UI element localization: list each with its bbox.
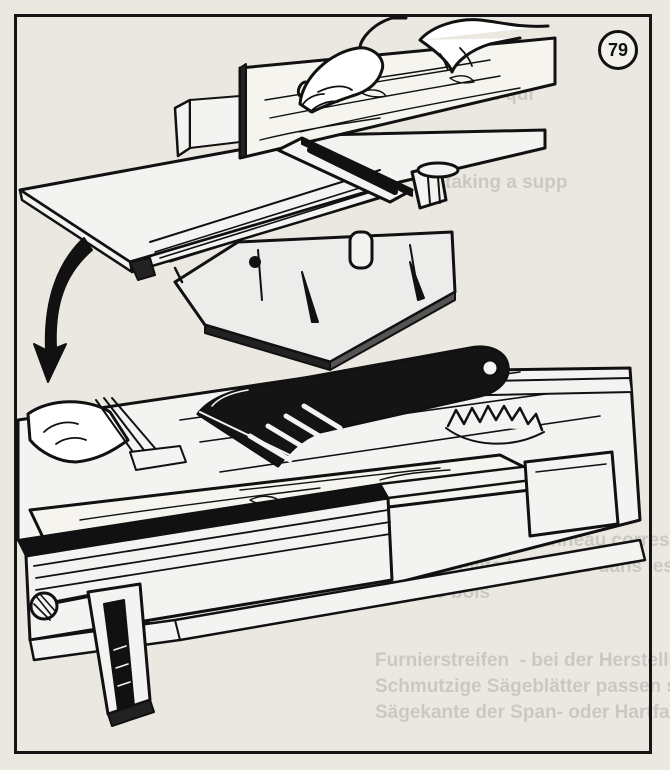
mounting-arrow [33, 237, 93, 383]
planer-table-assembly [18, 16, 557, 371]
table-saw-assembly [16, 345, 647, 727]
figure-number-badge: 79 [598, 30, 638, 70]
illustration-frame [14, 14, 652, 754]
